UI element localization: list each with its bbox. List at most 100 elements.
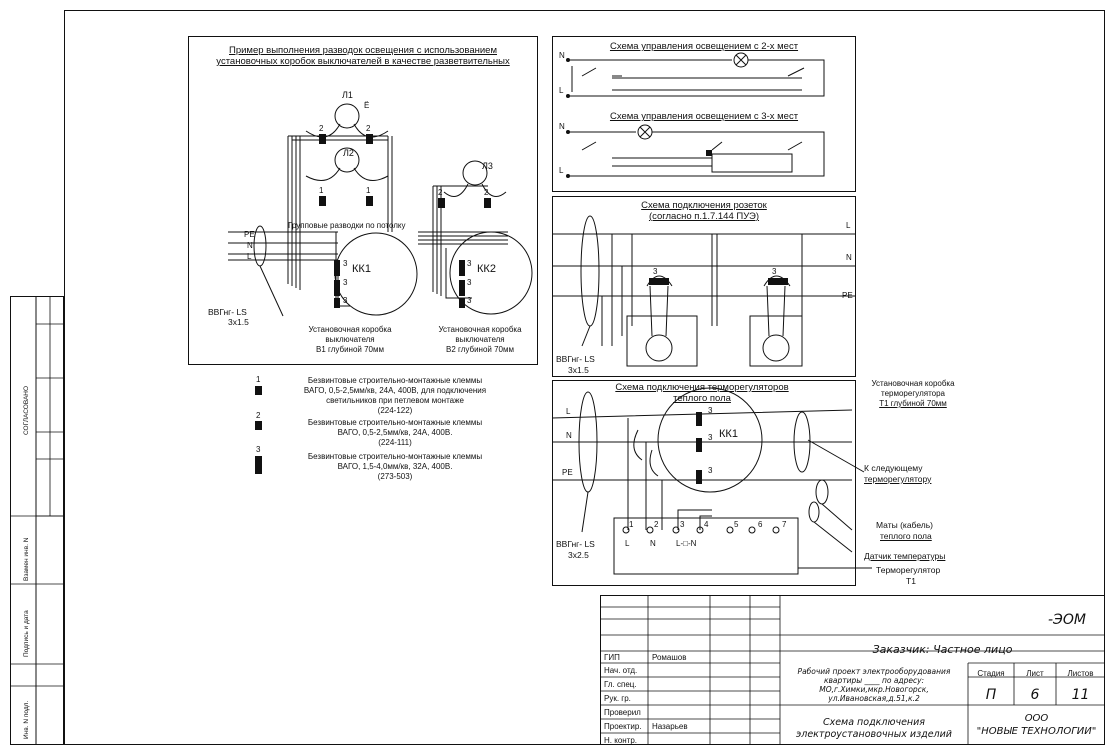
term-label-2b: 2 [366, 124, 371, 133]
sockets-title-1: Схема подключения розеток [641, 200, 767, 211]
legend-num-3: 3 [256, 445, 261, 454]
term-label-2a: 2 [319, 124, 324, 133]
stage-header: Стадия [977, 669, 1005, 678]
sockets-cable-size: 3х1.5 [568, 365, 589, 375]
light-control-diagram [566, 52, 825, 178]
inv-orig-label: Инв. N подл. [23, 700, 30, 739]
thermo-cable-size: 3х2.5 [568, 550, 589, 560]
legend-3-line3: (273-503) [377, 472, 413, 481]
lamp-l1-label: Л1 [342, 90, 353, 100]
terminal-3: 3 [680, 520, 685, 529]
sockets-pe-label: PE [842, 291, 853, 300]
note-next-1: К следующему [864, 463, 923, 473]
panel-thermostat [552, 380, 856, 586]
drawing-title-2: электроустановочных изделий [796, 729, 952, 740]
term-label-1b: 1 [366, 186, 371, 195]
stamp-code: -ЭОМ [1048, 612, 1086, 628]
role-nach-otd: Нач. отд. [604, 666, 638, 675]
legend-2-line2: ВАГО, 0,5-2,5мм/кв, 24А, 400В. [337, 428, 453, 437]
project-line-2: квартиры ____ по адресу: [823, 676, 925, 685]
terminal-ln: L-□-N [676, 539, 697, 548]
lamp-l2-label: Л2 [343, 148, 354, 158]
panel-lighting-wiring [188, 36, 538, 365]
role-proektir: Проектир. [604, 722, 642, 731]
side-strip-lines [10, 296, 64, 745]
wiring-n-label: N [247, 241, 253, 250]
thermo-t3-a: 3 [708, 406, 713, 415]
lamp-l1-letter: Ё [364, 101, 370, 110]
thermo-t3-b: 3 [708, 433, 713, 442]
term-label-3a: 3 [343, 259, 348, 268]
panel-light-control [552, 36, 856, 192]
sign-date-label: Подпись и дата [23, 610, 30, 657]
agreed-label: СОГЛАСОВАНО [23, 385, 30, 435]
terminal-7: 7 [782, 520, 787, 529]
thermo-kk1: КК1 [719, 428, 738, 440]
sheets-header: Листов [1067, 669, 1094, 678]
terminal-4: 4 [704, 520, 709, 529]
note-reg-1: Терморегулятор [876, 565, 941, 575]
wiring-pe-label: PE [244, 230, 255, 239]
terminal-n: N [650, 539, 656, 548]
box2-caption-3: В2 глубиной 70мм [445, 345, 514, 354]
sockets-l-label: L [846, 221, 851, 230]
light3-title: Схема управления освещением с 3-х мест [609, 111, 799, 122]
role-proveril: Проверил [604, 708, 641, 717]
role-n-kontr: Н. контр. [604, 736, 638, 745]
lamp-l3-label: Л3 [482, 161, 493, 171]
light2-title: Схема управления освещением с 2-х мест [609, 41, 799, 52]
legend-3-line1: Безвинтовые строительно-монтажные клеммы [307, 452, 483, 461]
project-line-1: Рабочий проект электрооборудования [797, 667, 951, 676]
legend-1-line4: (224-122) [377, 406, 413, 415]
thermo-n: N [566, 431, 572, 440]
box1-caption-2: выключателя [325, 335, 375, 344]
light3-l-label: L [559, 166, 564, 175]
light2-l-label: L [559, 86, 564, 95]
legend-2-line1: Безвинтовые строительно-монтажные клеммы [307, 418, 483, 427]
title-block-grid [600, 595, 1105, 745]
wiring-l-label: L [247, 252, 252, 261]
term-label-3b: 3 [343, 278, 348, 287]
drawing-title-1: Схема подключения [822, 717, 926, 728]
note-reg-2: Т1 [906, 576, 916, 586]
term-label-1a: 1 [319, 186, 324, 195]
name-gip: Ромашов [652, 653, 687, 662]
thermostat-diagram [552, 387, 872, 575]
sheet-value: 6 [1030, 687, 1040, 703]
wiring-cable-size: 3х1.5 [228, 317, 249, 327]
legend-2-line3: (224-111) [378, 438, 412, 447]
thermo-title-2: теплого пола [673, 393, 731, 404]
legend-1-line3: светильников при петлевом монтаже [326, 396, 464, 405]
light3-n-label: N [559, 122, 565, 131]
kk1-label: КК1 [352, 263, 371, 275]
legend-num-2: 2 [256, 411, 261, 420]
thermo-l: L [566, 407, 571, 416]
note-box-3: Т1 глубиной 70мм [879, 399, 947, 408]
legend-1-line1: Безвинтовые строительно-монтажные клеммы [307, 376, 483, 385]
legend-icon-3 [255, 456, 262, 474]
thermo-t3-c: 3 [708, 466, 713, 475]
term-label-3f: 3 [467, 296, 472, 305]
light2-n-label: N [559, 51, 565, 60]
note-box-2: терморегулятора [881, 389, 945, 398]
sheets-value: 11 [1071, 687, 1090, 703]
note-mats-2: теплого пола [880, 531, 932, 541]
sockets-diagram [552, 215, 856, 367]
legend-icon-1 [255, 386, 262, 395]
stage-value: П [985, 687, 997, 703]
sockets-t3-b: 3 [772, 267, 777, 276]
wiring-diagram [228, 103, 533, 317]
role-ruk-gr: Рук. гр. [604, 694, 631, 703]
thermo-pe: PE [562, 468, 573, 477]
terminal-6: 6 [758, 520, 763, 529]
replace-inv-label: Взамен инв. N [23, 537, 30, 581]
note-sensor: Датчик температуры [864, 551, 946, 561]
role-gl-spec: Гл. спец. [604, 680, 637, 689]
legend-1-line2: ВАГО, 0,5-2,5мм/кв, 24А, 400В, для подкл… [303, 386, 487, 395]
role-gip: ГИП [604, 653, 620, 662]
term-label-2d: 2 [484, 188, 489, 197]
term-label-3d: 3 [467, 259, 472, 268]
org-line-1: ООО [1024, 713, 1049, 724]
term-label-3c: 3 [343, 296, 348, 305]
group-wiring-label: Групповые разводки по потолку [288, 221, 406, 230]
